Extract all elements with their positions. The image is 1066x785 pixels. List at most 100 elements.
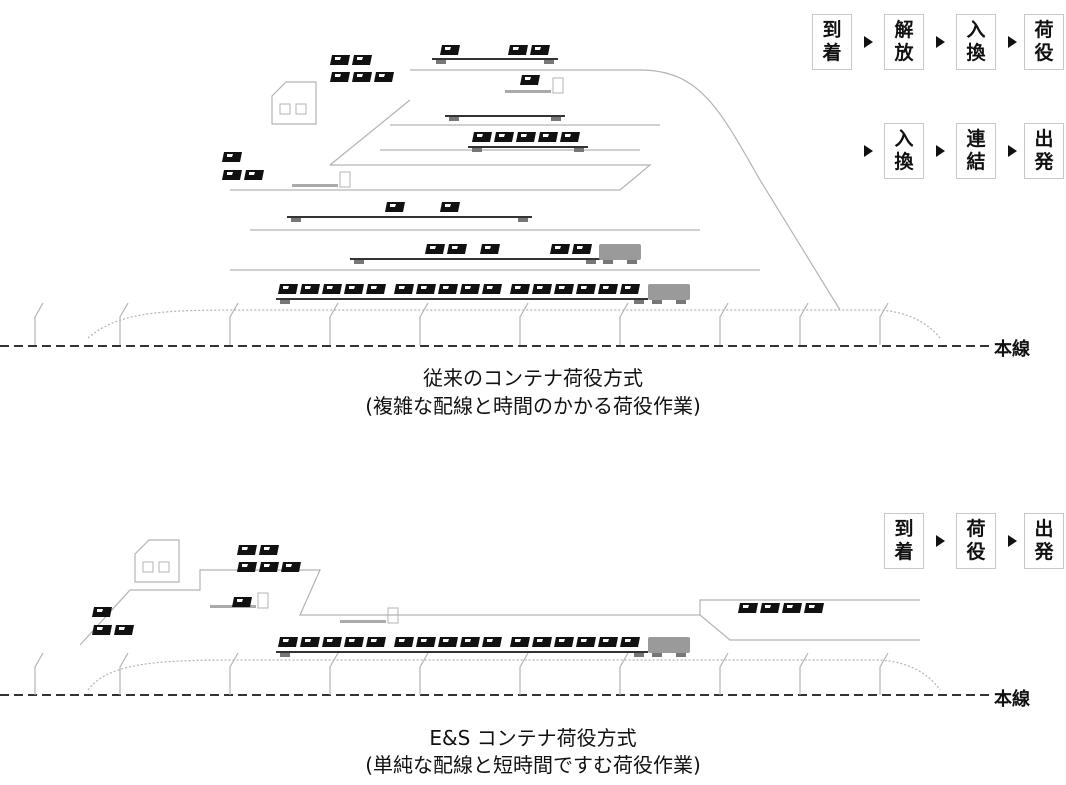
siding-track bbox=[230, 164, 652, 191]
container-icon bbox=[278, 284, 298, 294]
catenary-pole bbox=[879, 652, 889, 695]
container-door bbox=[787, 605, 793, 608]
hump-track bbox=[410, 69, 841, 311]
wagon-bogie bbox=[574, 148, 584, 152]
wagon-bogie bbox=[634, 653, 644, 657]
main-line-label: 本線 bbox=[994, 339, 1030, 360]
container-icon bbox=[520, 75, 540, 85]
catenary-pole bbox=[799, 302, 809, 345]
container-icon bbox=[438, 284, 458, 294]
container-door bbox=[443, 639, 449, 642]
container-door bbox=[97, 627, 103, 630]
container-door bbox=[237, 599, 243, 602]
building-window bbox=[158, 561, 170, 573]
container-door bbox=[445, 204, 451, 207]
locomotive bbox=[599, 244, 641, 260]
container-door bbox=[487, 286, 493, 289]
container-door bbox=[487, 639, 493, 642]
wagon-bogie bbox=[354, 260, 364, 264]
wagon-bogie bbox=[634, 300, 644, 304]
catenary-pole bbox=[799, 652, 809, 695]
catenary-pole bbox=[879, 302, 889, 345]
catenary-pole bbox=[419, 302, 429, 345]
container-icon bbox=[472, 132, 492, 142]
container-icon bbox=[538, 132, 558, 142]
container-door bbox=[525, 77, 531, 80]
catenary-pole bbox=[619, 652, 629, 695]
container-icon bbox=[330, 55, 350, 65]
container-door bbox=[242, 547, 248, 550]
container-icon bbox=[366, 284, 386, 294]
step-box: 出 発 bbox=[1024, 123, 1064, 179]
container-door bbox=[443, 286, 449, 289]
step-box: 入 換 bbox=[884, 123, 924, 179]
container-icon bbox=[620, 284, 640, 294]
container-door bbox=[379, 74, 385, 77]
siding-track bbox=[79, 569, 920, 646]
loco-bogie bbox=[603, 260, 613, 264]
container-door bbox=[743, 605, 749, 608]
container-icon bbox=[804, 603, 824, 613]
top-caption-title: 従来のコンテナ荷役方式 bbox=[423, 366, 643, 390]
container-door bbox=[283, 286, 289, 289]
step-box: 出 発 bbox=[1024, 513, 1064, 569]
arrow-right-icon bbox=[936, 36, 945, 48]
container-icon bbox=[300, 284, 320, 294]
container-icon bbox=[440, 202, 460, 212]
step-char: 役 bbox=[966, 541, 986, 563]
conventional-yard-diagram bbox=[0, 45, 990, 347]
container-icon bbox=[394, 637, 414, 647]
arrow-right-icon bbox=[864, 145, 873, 157]
container-icon bbox=[322, 284, 342, 294]
container-icon bbox=[385, 202, 405, 212]
arrow-right-icon bbox=[1008, 535, 1017, 547]
wagon-frame bbox=[468, 146, 588, 148]
container-icon bbox=[598, 637, 618, 647]
container-icon bbox=[237, 562, 257, 572]
container-icon bbox=[782, 603, 802, 613]
building-window bbox=[295, 103, 307, 115]
step-char: 入 bbox=[894, 128, 914, 150]
container-door bbox=[286, 564, 292, 567]
step-char: 放 bbox=[894, 42, 914, 64]
main-line-label: 本線 bbox=[994, 689, 1030, 710]
container-icon bbox=[447, 244, 467, 254]
container-door bbox=[809, 605, 815, 608]
container-door bbox=[445, 47, 451, 50]
container-icon bbox=[460, 637, 480, 647]
container-icon bbox=[572, 244, 592, 254]
container-door bbox=[485, 246, 491, 249]
truck-cab bbox=[552, 77, 564, 94]
catenary-pole bbox=[229, 652, 239, 695]
step-char: 解 bbox=[894, 19, 914, 41]
wagon-bogie bbox=[518, 218, 528, 222]
container-door bbox=[227, 154, 233, 157]
container-icon bbox=[560, 132, 580, 142]
container-icon bbox=[232, 597, 252, 607]
step-char: 役 bbox=[1034, 42, 1054, 64]
container-door bbox=[327, 286, 333, 289]
catenary-pole bbox=[719, 302, 729, 345]
container-door bbox=[537, 286, 543, 289]
container-door bbox=[515, 286, 521, 289]
container-door bbox=[555, 246, 561, 249]
container-door bbox=[559, 639, 565, 642]
container-icon bbox=[300, 637, 320, 647]
container-icon bbox=[278, 637, 298, 647]
step-char: 換 bbox=[894, 151, 914, 173]
locomotive bbox=[648, 637, 690, 653]
arrow-right-icon bbox=[1008, 36, 1017, 48]
loco-bogie bbox=[627, 260, 637, 264]
container-door bbox=[283, 639, 289, 642]
wagon-frame bbox=[432, 58, 558, 60]
container-icon bbox=[344, 284, 364, 294]
wagon-bogie bbox=[280, 653, 290, 657]
container-door bbox=[581, 639, 587, 642]
container-icon bbox=[366, 637, 386, 647]
wagon-frame bbox=[287, 216, 532, 218]
container-door bbox=[349, 639, 355, 642]
container-door bbox=[305, 286, 311, 289]
container-door bbox=[452, 246, 458, 249]
step-char: 発 bbox=[1034, 541, 1054, 563]
